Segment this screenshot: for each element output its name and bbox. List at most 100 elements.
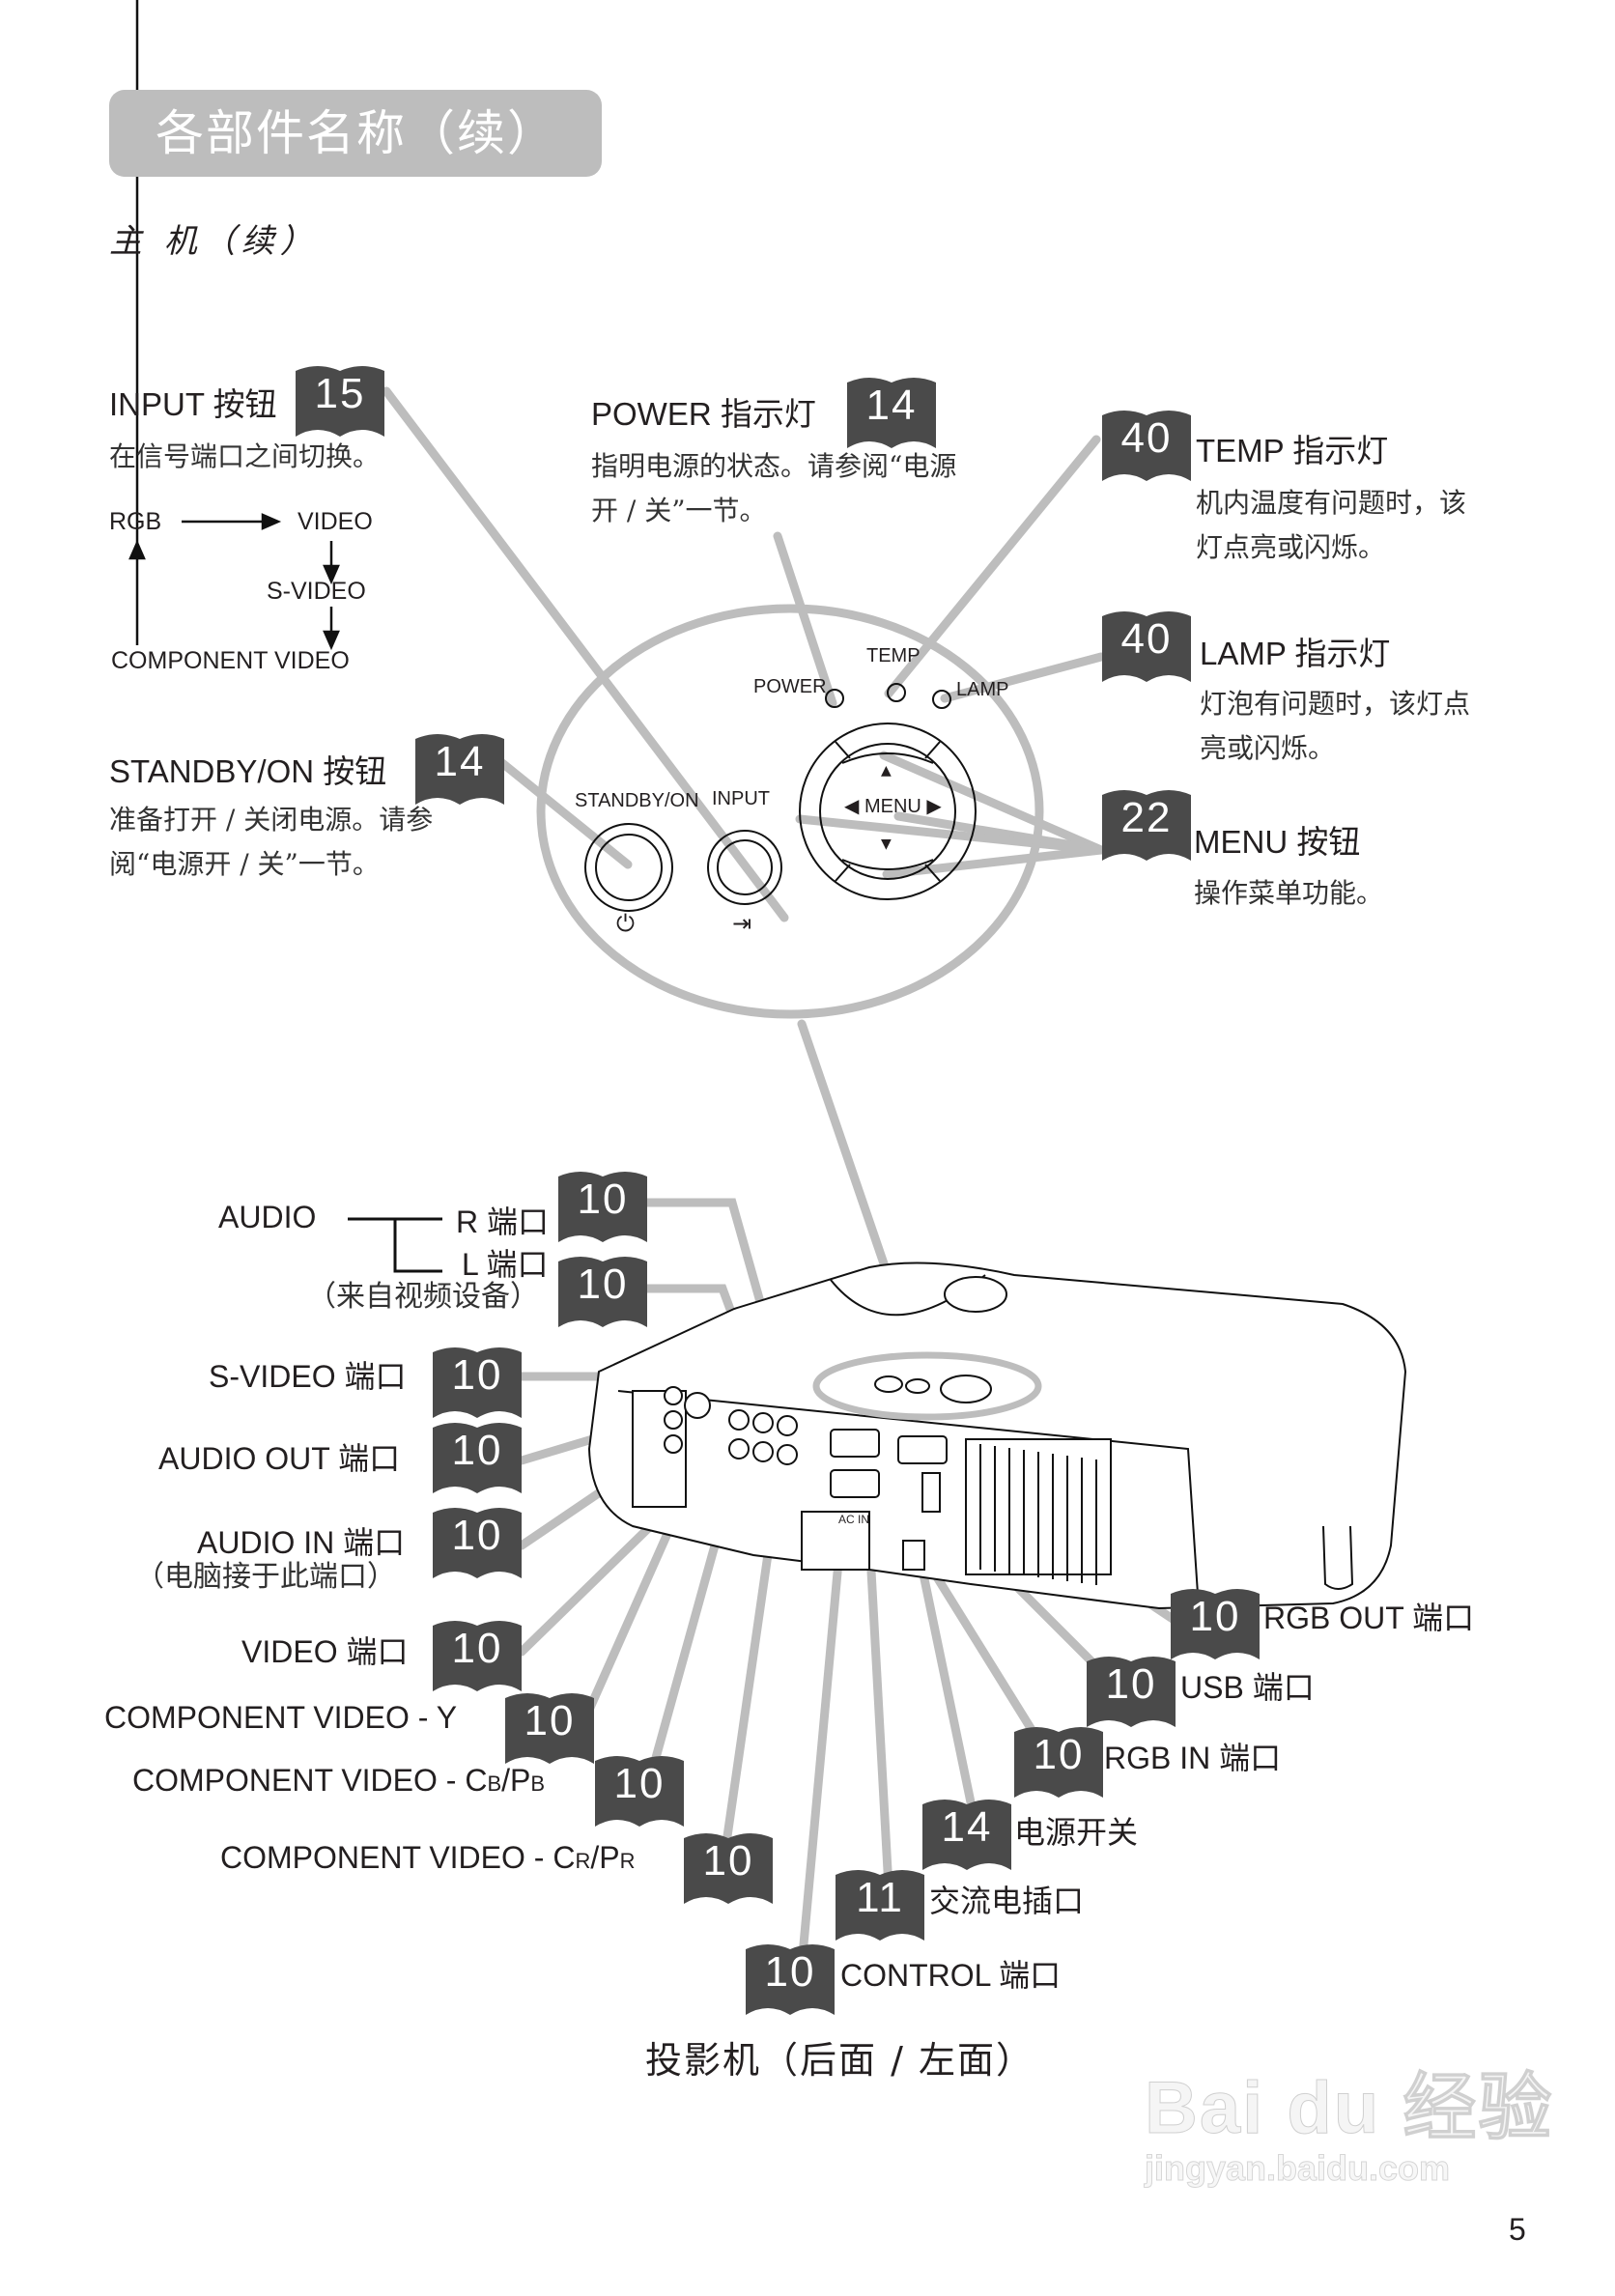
page-ref-badge[interactable]: 14: [922, 1797, 1011, 1870]
power-symbol-icon: ⏻: [616, 910, 635, 937]
leader-input: [382, 386, 789, 922]
temp-led-label: TEMP 指示灯: [1196, 433, 1389, 468]
port-rgb-in: [830, 1429, 880, 1458]
leader-standby: [497, 758, 633, 869]
menu-button-label: MENU 按钮: [1194, 824, 1361, 860]
panel-temp-label: TEMP: [866, 645, 921, 666]
leader-lamp: [940, 652, 1106, 703]
temp-led-desc: 机内温度有问题时，该灯点亮或闪烁。: [1196, 487, 1467, 563]
leader-menu-up: [879, 751, 1106, 855]
port-rgb-out: [897, 1435, 948, 1464]
control-panel-magnifier: [536, 604, 1044, 1019]
page-ref-badge[interactable]: 10: [433, 1345, 522, 1418]
adjuster-foot: [1322, 1525, 1354, 1590]
lamp-led-desc: 灯泡有问题时，该灯点亮或闪烁。: [1200, 688, 1471, 764]
page-ref-badge[interactable]: 10: [595, 1753, 684, 1827]
standby-button-desc: 准备打开 / 关闭电源。请参阅“电源开 / 关”一节。: [109, 804, 434, 880]
video-port-label: VIDEO 端口: [241, 1634, 409, 1669]
flow-component: COMPONENT VIDEO: [111, 647, 350, 674]
page-ref-badge[interactable]: 15: [296, 363, 384, 437]
page-ref-badge[interactable]: 10: [505, 1690, 594, 1764]
lamp-led: [932, 690, 951, 709]
page-ref-badge[interactable]: 10: [433, 1618, 522, 1691]
page-ref-badge[interactable]: 10: [558, 1254, 647, 1327]
panel-menu-button[interactable]: ◀ MENU ▶: [844, 796, 942, 817]
page-ref-badge[interactable]: 10: [433, 1420, 522, 1493]
port-usb: [921, 1472, 941, 1513]
component-cr-label: COMPONENT VIDEO - CR/PR: [220, 1840, 636, 1875]
audio-l-label: L 端口: [462, 1247, 549, 1282]
projector-drawing: [587, 1261, 1407, 1610]
audio-in-note: （电脑接于此端口）: [135, 1560, 396, 1594]
page-ref-badge[interactable]: 10: [1087, 1654, 1176, 1727]
power-switch: [902, 1540, 925, 1571]
rgb-in-label: RGB IN 端口: [1104, 1741, 1282, 1775]
page-ref-badge[interactable]: 11: [836, 1867, 924, 1941]
leader-ac-inlet: [864, 1531, 893, 1893]
watermark-logo: Bai du 经验: [1144, 2067, 1554, 2150]
input-button-desc: 在信号端口之间切换。: [109, 440, 381, 472]
audio-out-label: AUDIO OUT 端口: [158, 1441, 401, 1476]
panel-input-label: INPUT: [712, 788, 770, 809]
flow-svideo: S-VIDEO: [267, 578, 366, 605]
standby-button-label: STANDBY/ON 按钮: [109, 753, 387, 789]
page-ref-badge[interactable]: 40: [1102, 609, 1191, 682]
panel-lamp-label: LAMP: [956, 679, 1009, 700]
watermark-url: jingyan.baidu.com: [1144, 2148, 1451, 2189]
input-button-outer: [707, 830, 782, 905]
standby-button: [595, 834, 663, 901]
menu-ring-inner: [819, 743, 956, 880]
component-y-label: COMPONENT VIDEO - Y: [104, 1700, 458, 1735]
leader-power: [773, 531, 837, 708]
page-ref-badge[interactable]: 10: [1014, 1724, 1103, 1798]
page-ref-badge[interactable]: 40: [1102, 408, 1191, 481]
audio-note: （来自视频设备）: [307, 1280, 539, 1314]
ac-inlet-label: 交流电插口: [929, 1884, 1085, 1918]
page-number: 5: [1509, 2212, 1526, 2247]
port-control: [830, 1469, 880, 1498]
port-svideo: [684, 1392, 711, 1419]
audio-group-label: AUDIO: [218, 1200, 317, 1234]
lamp-led-label: LAMP 指示灯: [1200, 636, 1391, 671]
component-cb-label: COMPONENT VIDEO - CB/PB: [132, 1763, 546, 1798]
power-switch-label: 电源开关: [1014, 1815, 1139, 1850]
menu-ring-outer: [799, 723, 977, 900]
power-led-desc: 指明电源的状态。请参阅“电源开 / 关”一节。: [591, 450, 957, 526]
audio-r-label: R 端口: [456, 1205, 550, 1239]
audio-bracket: [348, 1217, 442, 1273]
input-button-label: INPUT 按钮: [109, 386, 277, 422]
power-led-label: POWER 指示灯: [591, 396, 816, 432]
standby-button-outer: [584, 823, 673, 912]
leader-temp: [884, 435, 1101, 698]
page-ref-badge[interactable]: 10: [433, 1505, 522, 1578]
page-ref-badge[interactable]: 14: [847, 375, 936, 448]
leader-power-switch: [918, 1565, 980, 1830]
menu-up-arrow-icon[interactable]: ▲: [881, 763, 892, 779]
figure-caption: 投影机（后面 / 左面）: [645, 2039, 1034, 2082]
svideo-port-label: S-VIDEO 端口: [209, 1359, 407, 1394]
panel-power-label: POWER: [753, 676, 827, 697]
page-ref-badge[interactable]: 10: [684, 1830, 773, 1904]
menu-down-arrow-icon[interactable]: ▼: [881, 836, 892, 852]
baidu-watermark: Bai du 经验 jingyan.baidu.com: [1144, 2048, 1554, 2189]
audio-in-label: AUDIO IN 端口: [197, 1525, 406, 1560]
usb-port-label: USB 端口: [1180, 1670, 1315, 1705]
flow-rgb: RGB: [109, 508, 162, 535]
page-ref-badge[interactable]: 10: [1171, 1586, 1260, 1659]
section-title: 各部件名称（续）: [109, 90, 602, 177]
page-ref-badge[interactable]: 10: [558, 1169, 647, 1242]
subtitle: 主 机（续）: [109, 222, 319, 261]
panel-standby-label: STANDBY/ON: [575, 790, 699, 811]
input-button: [717, 839, 773, 895]
page-ref-badge[interactable]: 10: [746, 1942, 835, 2015]
flow-video: VIDEO: [298, 508, 373, 535]
panel-highlight: [812, 1351, 1042, 1421]
ac-inlet: [801, 1511, 870, 1571]
page-ref-badge[interactable]: 14: [415, 731, 504, 805]
temp-led: [887, 683, 906, 702]
menu-button-desc: 操作菜单功能。: [1194, 877, 1384, 909]
ac-in-marking: AC IN: [838, 1513, 870, 1526]
page-ref-badge[interactable]: 22: [1102, 787, 1191, 861]
power-led: [825, 689, 844, 708]
